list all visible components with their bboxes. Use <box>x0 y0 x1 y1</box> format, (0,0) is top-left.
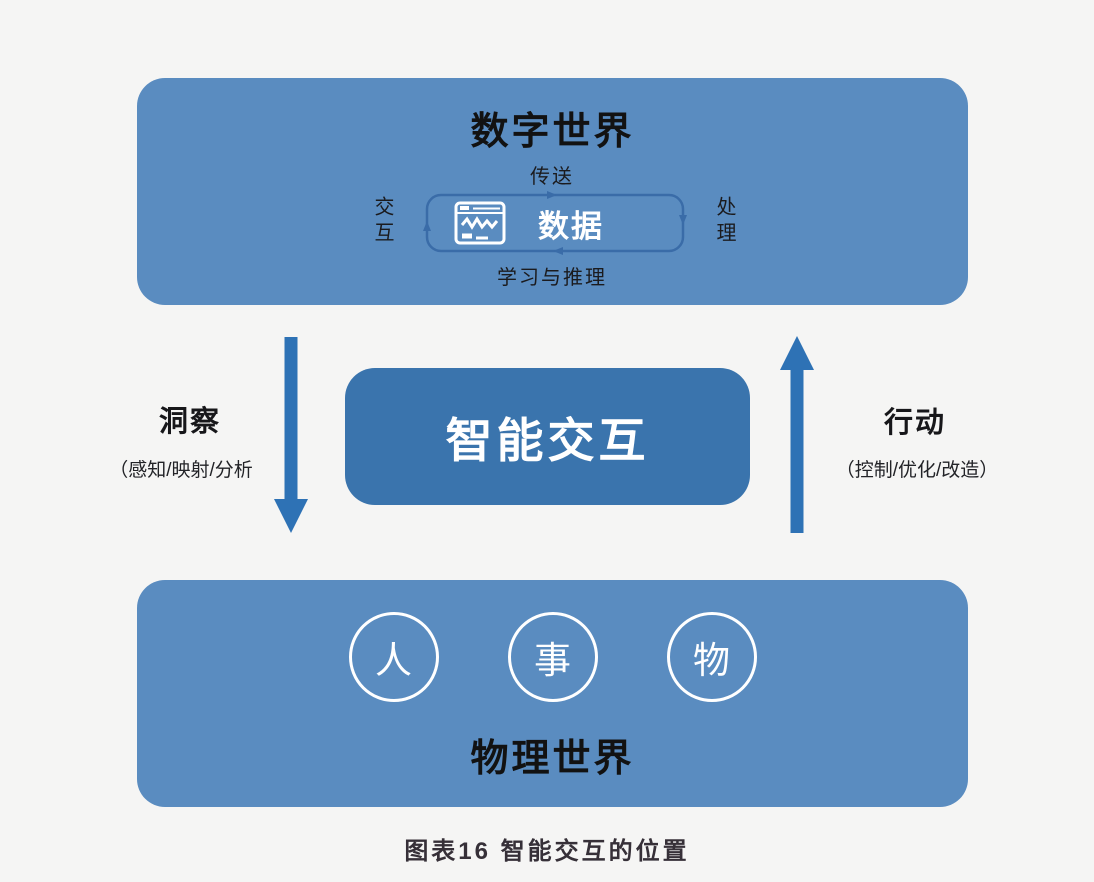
data-cycle-diagram: 数据 <box>423 191 687 255</box>
cycle-left-label: 交互 <box>371 196 393 248</box>
intelligent-interaction-label: 智能交互 <box>445 414 650 467</box>
cycle-right-label: 处理 <box>713 196 735 248</box>
entity-circle-event: 事 <box>507 612 598 702</box>
entity-circle-object: 物 <box>666 612 757 702</box>
intelligent-interaction-box: 智能交互 <box>345 368 750 505</box>
insight-subtitle: （感知/映射/分析 <box>109 460 253 481</box>
down-arrow <box>274 337 308 533</box>
digital-world-box <box>137 78 968 305</box>
cycle-arrows-border <box>423 191 687 255</box>
digital-world-title: 数字世界 <box>470 111 635 153</box>
insight-title: 洞察 <box>158 406 221 438</box>
figure-caption: 图表16 智能交互的位置 <box>404 838 690 865</box>
physical-world-title: 物理世界 <box>470 738 635 780</box>
entity-row: 人 事 物 <box>137 612 968 702</box>
action-subtitle: （控制/优化/改造） <box>835 460 999 481</box>
up-arrow <box>780 336 814 533</box>
data-label: 数据 <box>538 208 604 244</box>
cycle-bottom-label: 学习与推理 <box>497 267 607 289</box>
data-window-icon <box>454 201 506 245</box>
entity-circle-person: 人 <box>348 612 439 702</box>
action-title: 行动 <box>883 407 946 439</box>
cycle-top-label: 传送 <box>530 166 574 188</box>
